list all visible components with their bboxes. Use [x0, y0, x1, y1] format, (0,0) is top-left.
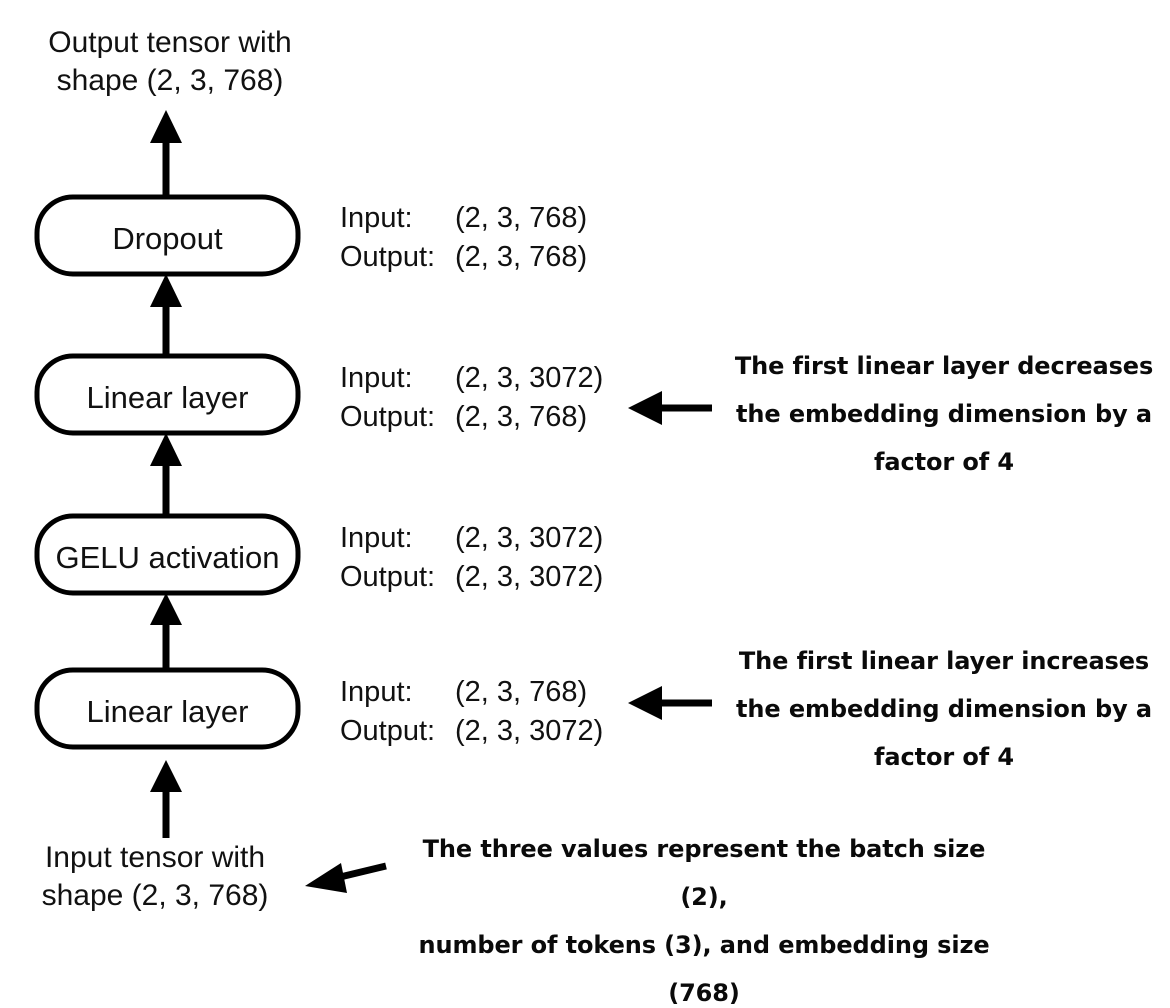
flow-arrow-linear-2-to-dropout	[150, 274, 182, 354]
io-output-shape: (2, 3, 768)	[455, 400, 588, 433]
block-box-gelu[interactable]	[34, 513, 301, 596]
io-shapes-linear-1: Input: (2, 3, 768) Output: (2, 3, 3072)	[340, 673, 603, 750]
io-shapes-dropout: Input: (2, 3, 768) Output: (2, 3, 768)	[340, 199, 587, 276]
io-input-key: Input:	[340, 202, 413, 234]
annotation-increase-note: The first linear layer increases the emb…	[730, 637, 1158, 781]
flow-arrow-dropout-to-output	[150, 110, 182, 195]
annotation-line3: factor of 4	[874, 743, 1014, 771]
annotation-line2: number of tokens (3), and embedding size	[418, 931, 990, 959]
io-input-key: Input:	[340, 362, 413, 394]
pointer-arrow-shape-meaning-note	[305, 862, 387, 893]
pointer-arrow-increase-note	[628, 686, 712, 720]
flow-arrow-input-to-linear-1	[150, 760, 182, 838]
io-output-shape: (2, 3, 3072)	[455, 714, 604, 747]
output-tensor-label-line1: Output tensor with	[48, 26, 292, 59]
annotation-line3: (768)	[668, 979, 740, 1007]
io-input-key: Input:	[340, 522, 413, 554]
io-shapes-linear-2: Input: (2, 3, 3072) Output: (2, 3, 768)	[340, 359, 603, 436]
io-output-key: Output:	[340, 240, 436, 273]
io-input-shape: (2, 3, 768)	[455, 676, 588, 708]
annotation-shape-meaning-note: The three values represent the batch siz…	[398, 825, 1010, 1008]
io-row-output: Output: (2, 3, 3072)	[340, 558, 603, 597]
block-box-linear-1[interactable]	[34, 667, 301, 750]
annotation-line2: the embedding dimension by a	[736, 400, 1152, 428]
flow-arrow-linear-1-to-gelu	[150, 593, 182, 668]
io-input-shape: (2, 3, 3072)	[455, 522, 604, 554]
io-input-key: Input:	[340, 676, 413, 708]
output-tensor-label-line2: shape (2, 3, 768)	[56, 64, 284, 98]
output-tensor-label: Output tensor with shape (2, 3, 768)	[10, 24, 330, 101]
annotation-line1: The three values represent the batch siz…	[422, 835, 986, 911]
io-row-output: Output: (2, 3, 3072)	[340, 712, 603, 751]
io-shapes-gelu: Input: (2, 3, 3072) Output: (2, 3, 3072)	[340, 519, 603, 596]
io-output-key: Output:	[340, 560, 436, 593]
io-row-input: Input: (2, 3, 3072)	[340, 359, 603, 398]
block-box-dropout[interactable]	[34, 194, 301, 277]
annotation-line1: The first linear layer increases	[738, 647, 1150, 675]
io-output-key: Output:	[340, 714, 436, 747]
io-output-shape: (2, 3, 3072)	[455, 560, 604, 593]
pointer-arrow-decrease-note	[628, 391, 712, 425]
input-tensor-label: Input tensor with shape (2, 3, 768)	[10, 839, 300, 916]
annotation-line2: the embedding dimension by a	[736, 695, 1152, 723]
input-tensor-label-line1: Input tensor with	[44, 841, 266, 874]
io-row-input: Input: (2, 3, 3072)	[340, 519, 603, 558]
annotation-line3: factor of 4	[874, 448, 1014, 476]
input-tensor-label-line2: shape (2, 3, 768)	[41, 879, 269, 913]
annotation-line1: The first linear layer decreases	[734, 352, 1154, 380]
io-row-output: Output: (2, 3, 768)	[340, 398, 603, 437]
io-output-shape: (2, 3, 768)	[455, 240, 588, 273]
io-output-key: Output:	[340, 400, 436, 433]
io-input-shape: (2, 3, 768)	[455, 202, 588, 234]
block-box-linear-2[interactable]	[34, 353, 301, 436]
io-input-shape: (2, 3, 3072)	[455, 362, 604, 394]
io-row-output: Output: (2, 3, 768)	[340, 238, 587, 277]
annotation-decrease-note: The first linear layer decreases the emb…	[730, 342, 1158, 486]
flow-arrow-gelu-to-linear-2	[150, 433, 182, 514]
io-row-input: Input: (2, 3, 768)	[340, 673, 603, 712]
io-row-input: Input: (2, 3, 768)	[340, 199, 587, 238]
